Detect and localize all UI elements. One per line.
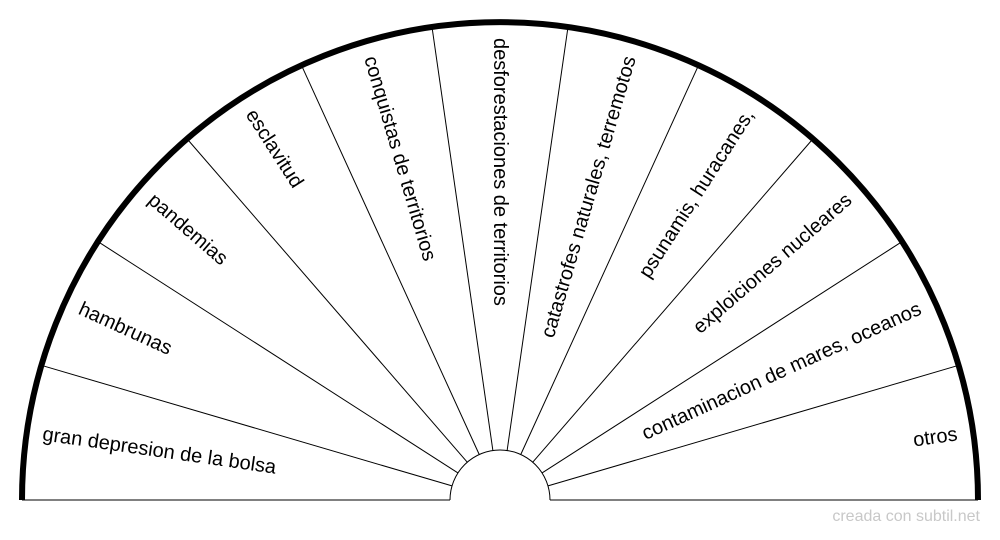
segment-labels: gran depresion de la bolsa hambrunas pande… — [41, 38, 959, 479]
segment-label: contaminacion de mares, oceanos — [639, 298, 925, 445]
segment-label: conquistas de territorios — [359, 54, 440, 264]
segment-label: catastrofes naturales, terremotos — [537, 54, 640, 341]
segment-label: desforestaciones de territorios — [489, 38, 511, 306]
credit-footer: creada con subtil.net — [832, 508, 980, 525]
segment-divider — [186, 138, 468, 463]
segment-dividers — [41, 26, 959, 487]
segment-divider — [520, 64, 700, 455]
segment-label: hambrunas — [75, 298, 175, 360]
segment-divider — [532, 138, 814, 463]
segment-divider — [97, 241, 459, 474]
segment-label: otros — [912, 423, 959, 451]
segment-label: esclavitud — [241, 105, 308, 192]
segment-divider — [541, 241, 903, 474]
segment-divider — [41, 364, 453, 487]
segment-divider — [300, 64, 480, 455]
segment-label: pandemias — [144, 189, 232, 270]
segment-label: exploiciones nucleares — [689, 189, 856, 338]
segment-divider — [431, 26, 494, 451]
segment-label: gran depresion de la bolsa — [41, 423, 278, 478]
outer-arc — [19, 19, 981, 501]
segment-divider — [547, 364, 959, 487]
center-semicircle — [449, 449, 551, 501]
segment-label: psunamis, huracanes, — [635, 105, 759, 282]
segment-divider — [506, 26, 569, 451]
